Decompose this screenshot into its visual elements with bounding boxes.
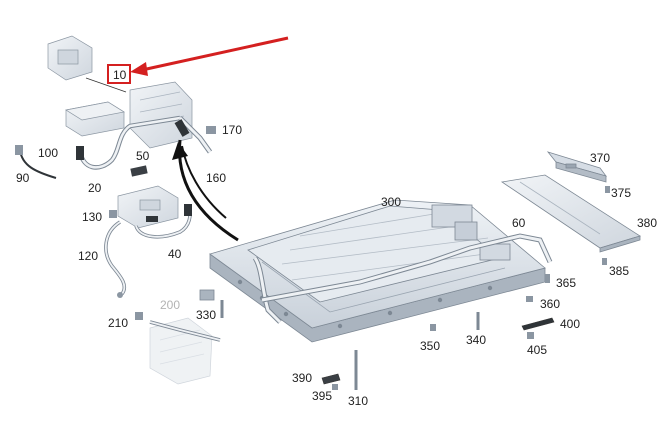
battery-pack xyxy=(199,199,546,343)
part-label-310[interactable]: 310 xyxy=(348,394,368,408)
part-label-160[interactable]: 160 xyxy=(206,171,226,185)
fastener-385 xyxy=(602,258,607,265)
cover-plate-380 xyxy=(500,174,641,253)
bracket-370 xyxy=(546,151,608,183)
part-label-350[interactable]: 350 xyxy=(420,339,440,353)
part-label-330[interactable]: 330 xyxy=(196,308,216,322)
assembly-arrow xyxy=(172,139,239,242)
part-label-405[interactable]: 405 xyxy=(527,343,547,357)
part-label-90[interactable]: 90 xyxy=(16,171,30,185)
clip-395 xyxy=(332,384,338,390)
part-label-100[interactable]: 100 xyxy=(38,146,58,160)
part-label-400[interactable]: 400 xyxy=(560,317,580,331)
part-label-200[interactable]: 200 xyxy=(160,298,180,312)
module-40 xyxy=(117,185,179,229)
part-label-370[interactable]: 370 xyxy=(590,151,610,165)
fastener-360 xyxy=(526,296,533,302)
part-label-340[interactable]: 340 xyxy=(466,333,486,347)
part-label-360[interactable]: 360 xyxy=(540,297,560,311)
connector-50 xyxy=(130,165,148,177)
junction-box xyxy=(129,81,193,149)
part-label-20[interactable]: 20 xyxy=(88,181,102,195)
cable-160 xyxy=(174,116,213,154)
module-100 xyxy=(65,101,125,137)
fastener-170 xyxy=(206,126,216,134)
cable-120 xyxy=(104,220,127,298)
cable-40 xyxy=(134,204,192,239)
fastener-130 xyxy=(109,210,117,218)
cable-90 xyxy=(15,145,57,179)
module-10 xyxy=(47,35,93,81)
part-label-120[interactable]: 120 xyxy=(78,249,98,263)
part-label-210[interactable]: 210 xyxy=(108,316,128,330)
module-200 xyxy=(149,317,213,385)
part-label-40[interactable]: 40 xyxy=(168,247,182,261)
fastener-210 xyxy=(135,312,143,320)
seal-400 xyxy=(521,317,555,331)
part-label-380[interactable]: 380 xyxy=(637,216,657,230)
fastener-405 xyxy=(527,332,534,339)
part-label-375[interactable]: 375 xyxy=(611,186,631,200)
part-label-390[interactable]: 390 xyxy=(292,371,312,385)
part-label-365[interactable]: 365 xyxy=(556,276,576,290)
fastener-365 xyxy=(545,274,550,283)
part-label-130[interactable]: 130 xyxy=(82,210,102,224)
part-label-300[interactable]: 300 xyxy=(381,195,401,209)
part-label-60[interactable]: 60 xyxy=(512,216,526,230)
cable-20 xyxy=(76,115,181,170)
highlight-callout xyxy=(107,36,289,84)
part-label-395[interactable]: 395 xyxy=(312,389,332,403)
fastener-350 xyxy=(430,324,436,331)
leader-line xyxy=(85,77,127,93)
part-label-50[interactable]: 50 xyxy=(136,149,150,163)
clip-390 xyxy=(321,373,341,385)
part-label-10[interactable]: 10 xyxy=(113,68,127,82)
part-label-385[interactable]: 385 xyxy=(609,264,629,278)
part-label-170[interactable]: 170 xyxy=(222,123,242,137)
fastener-375 xyxy=(605,186,610,193)
cable-210 xyxy=(149,320,221,342)
hv-cable-60 xyxy=(252,233,553,324)
